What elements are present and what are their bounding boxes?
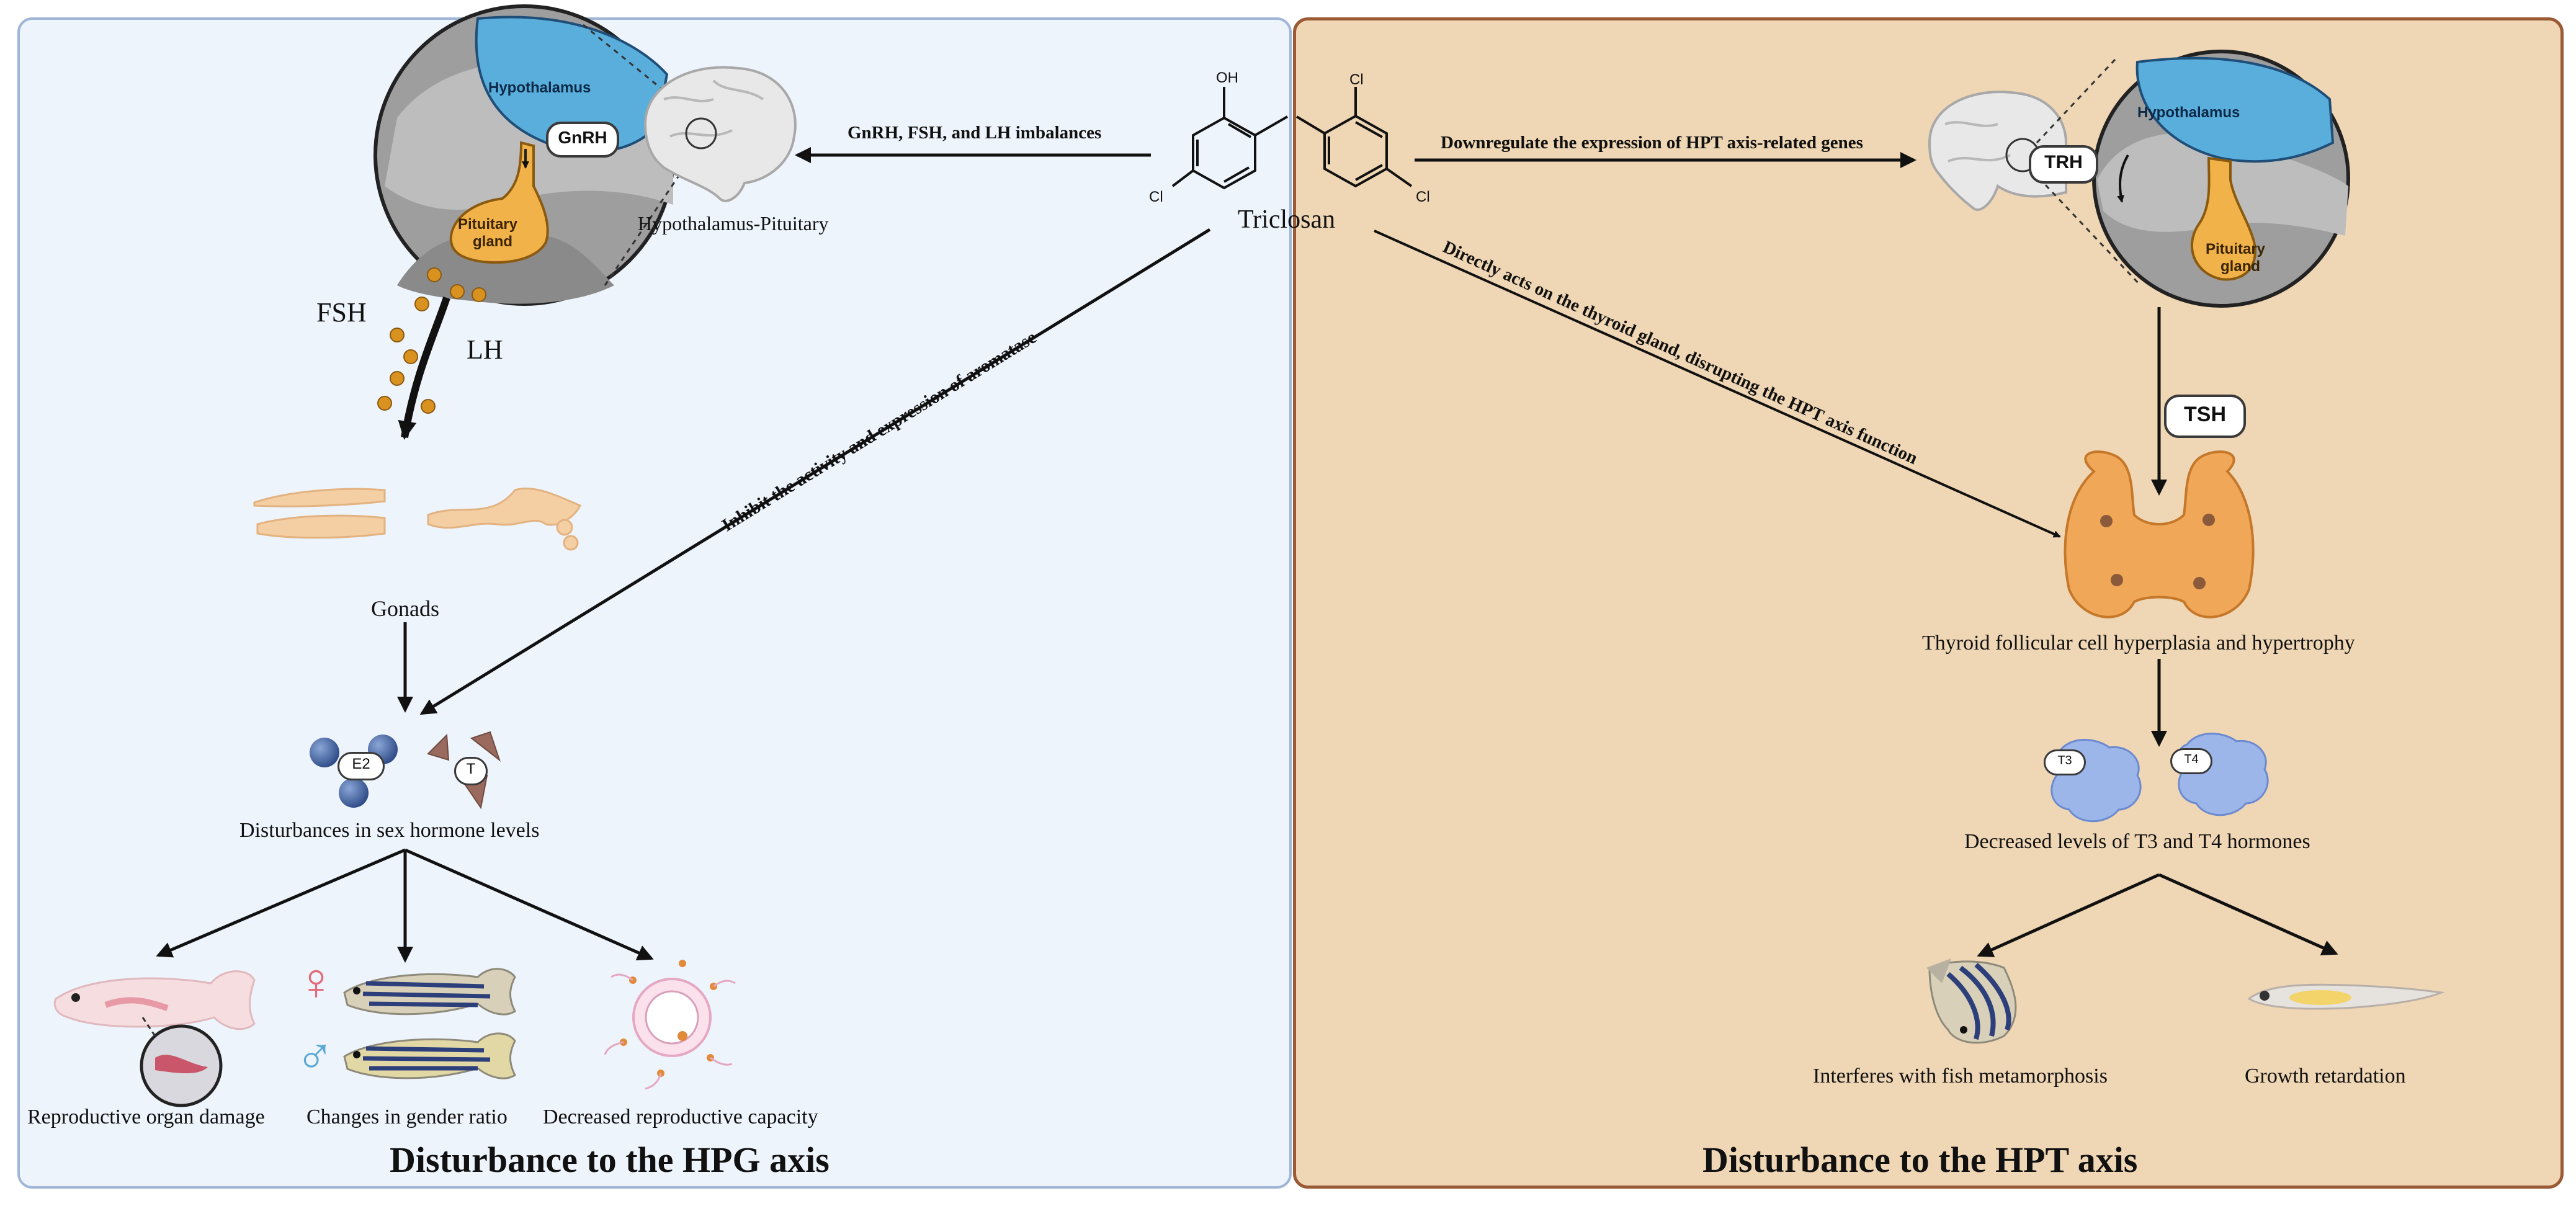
triclosan-structure (1171, 87, 1413, 190)
hpt-pituitary-label: Pituitary gland (2206, 241, 2265, 275)
cl-left-label: Cl (1149, 189, 1163, 205)
outcome-metamorphosis: Interferes with fish metamorphosis (1813, 1065, 2108, 1088)
fish-larva-icon (2247, 983, 2445, 1010)
t3-t4-label: Decreased levels of T3 and T4 hormones (1964, 830, 2310, 853)
outcome-reproductive-capacity: Decreased reproductive capacity (543, 1106, 818, 1128)
trh-pill: TRH (2029, 145, 2098, 184)
fish-metamorphosis-icon (1926, 958, 2017, 1044)
outcome-gender-ratio: Changes in gender ratio (306, 1106, 508, 1128)
cl-top-label: Cl (1349, 71, 1364, 88)
hpt-magnifier (2092, 50, 2350, 308)
t-pill: T (454, 757, 488, 785)
e2-molecule-icon (310, 735, 398, 808)
female-symbol-icon: ♀ (297, 952, 336, 1011)
zebrafish-male-icon (343, 1032, 516, 1079)
hpg-arrow-label: GnRH, FSH, and LH imbalances (847, 123, 1102, 143)
pituitary-label: Pituitary gland (458, 216, 517, 251)
hpg-panel-title: Disturbance to the HPG axis (390, 1140, 830, 1180)
t3-pill: T3 (2044, 749, 2086, 775)
tsh-pill: TSH (2164, 395, 2246, 438)
brain-icon-right (1928, 91, 2067, 212)
t4-hormone-icon (2177, 733, 2269, 816)
hpt-arrow-label: Downregulate the expression of HPT axis-… (1441, 133, 1863, 153)
triclosan-label: Triclosan (1238, 205, 1336, 234)
fsh-label: FSH (316, 297, 367, 328)
thyroid-icon (2064, 450, 2255, 619)
thyroid-label: Thyroid follicular cell hyperplasia and … (1922, 632, 2355, 654)
sex-hormone-label: Disturbances in sex hormone levels (239, 819, 540, 842)
t4-pill: T4 (2170, 748, 2212, 774)
hpt-hypothalamus-label: Hypothalamus (2137, 104, 2240, 121)
pituitary-label-line2: gland (473, 233, 513, 250)
pituitary-label-line1: Pituitary (458, 216, 518, 233)
hypothalamus-label: Hypothalamus (488, 79, 591, 96)
e2-pill: E2 (338, 752, 385, 780)
hpg-magnifier (373, 4, 675, 306)
hpt-pituitary-line1: Pituitary (2206, 241, 2266, 257)
lh-label: LH (467, 334, 503, 365)
egg-sperm-icon (604, 960, 736, 1090)
fish-organ-damage-icon (53, 970, 256, 1107)
hpt-pituitary-line2: gland (2220, 258, 2261, 275)
cl-right-label: Cl (1416, 189, 1430, 205)
gonads-icon (253, 487, 582, 551)
brain-region-label: Hypothalamus-Pituitary (638, 212, 829, 234)
gnrh-pill: GnRH (546, 122, 619, 158)
zebrafish-female-icon (343, 968, 516, 1016)
oh-label: OH (1216, 69, 1238, 86)
outcome-reproductive-organ-damage: Reproductive organ damage (27, 1106, 265, 1128)
brain-icon (643, 66, 797, 202)
fsh-lh-particles (377, 267, 486, 414)
outcome-growth-retardation: Growth retardation (2245, 1065, 2406, 1088)
hpt-panel-title: Disturbance to the HPT axis (1702, 1140, 2138, 1180)
gonads-label: Gonads (371, 596, 439, 621)
male-symbol-icon: ♂ (295, 1027, 334, 1085)
